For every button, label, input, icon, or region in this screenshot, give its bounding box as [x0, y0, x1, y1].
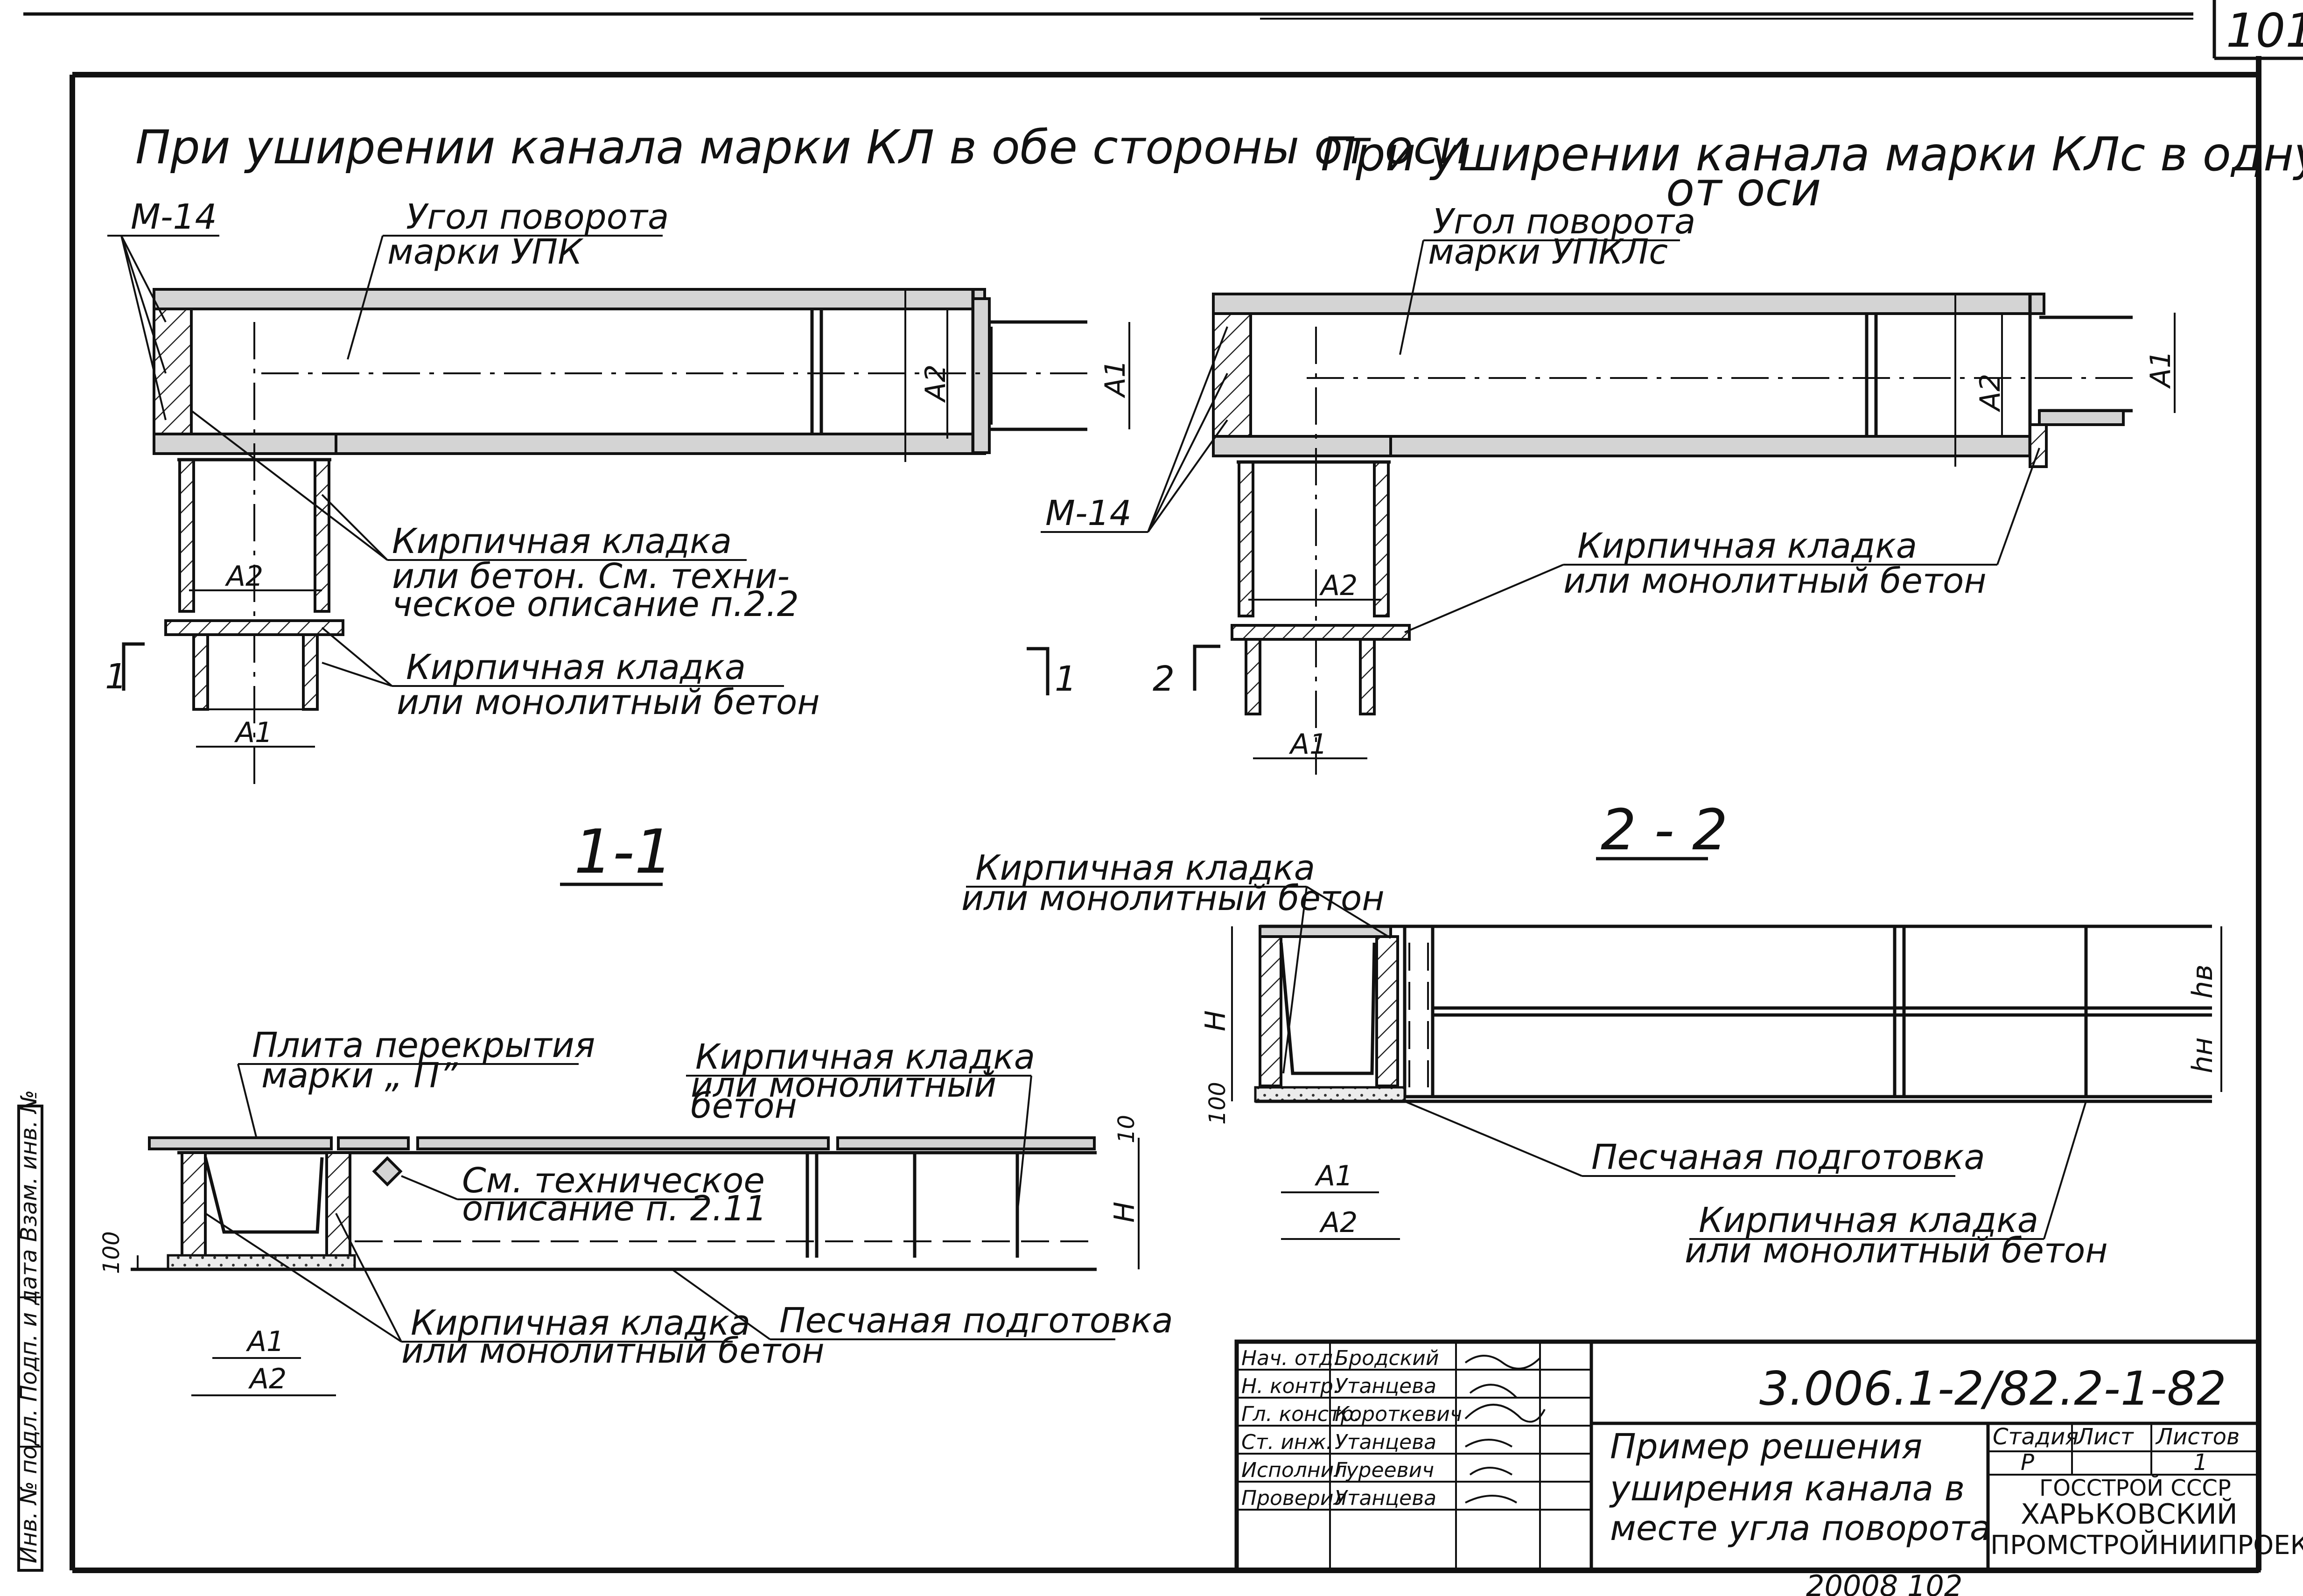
sheet-header: Лист	[2076, 1424, 2135, 1450]
section-1-1-tech-note-2: описание п. 2.11	[462, 1189, 767, 1229]
plan-kl-vertical-right-wall	[314, 458, 330, 613]
section-1-1-tech-note-1: См. техническое	[462, 1161, 765, 1201]
plan-kl-masonry-2-line1: Кирпичная кладка	[406, 647, 746, 687]
section-1-1-masonry-bottom-2: или монолитный бетон	[401, 1331, 825, 1371]
section-1-1-dim-100: 100	[98, 1231, 125, 1274]
section-2-2-dim-100: 100	[1204, 1082, 1231, 1125]
section-1-1-masonry-top-1: Кирпичная кладка	[695, 1037, 1035, 1077]
plan-kl-masonry-1-line2: или бетон. См. техни-	[392, 556, 790, 596]
sheet-number: 101	[2226, 3, 2303, 58]
name-0: Бродский	[1335, 1346, 1439, 1370]
role-3: Ст. инж.	[1241, 1430, 1332, 1454]
plan-kls-section-mark: 2	[1153, 659, 1175, 699]
plan-kl-section-mark-left: 1	[105, 657, 127, 697]
plan-kl-dim-a2-right: А2	[919, 364, 952, 403]
plan-kl-vertical-left-wall	[178, 458, 195, 613]
org-line-1: ГОССТРОЙ СССР	[2039, 1475, 2231, 1501]
role-5: Проверил	[1241, 1486, 1347, 1510]
title-block: 3.006.1-2/82.2-1-82 Пример решения ушире…	[1234, 1339, 2303, 1573]
stage-header: Стадия	[1993, 1424, 2079, 1450]
plan-kls-dim-a1-right: А1	[2144, 350, 2177, 389]
role-1: Н. контр.	[1241, 1374, 1340, 1398]
doc-title-1: Пример решения	[1610, 1427, 1922, 1467]
plan-kl-dim-a1-right: А1	[1099, 360, 1132, 399]
section-1-1-dim-10: 10	[1113, 1115, 1140, 1143]
plan-kl-masonry-1-line1: Кирпичная кладка	[392, 521, 732, 561]
name-3: Утанцева	[1335, 1430, 1436, 1454]
role-4: Исполнил	[1241, 1458, 1347, 1482]
section-1-1-slab-label-2: марки „ П”	[261, 1056, 458, 1096]
stage-value: Р	[2021, 1449, 2034, 1476]
section-2-2-dim-a1: А1	[1314, 1160, 1353, 1192]
section-2-2-masonry-bottom-1: Кирпичная кладка	[1699, 1200, 2038, 1240]
plan-kl-heading: При уширении канала марки КЛ в обе сторо…	[135, 120, 1469, 175]
section-1-1-masonry-top-2: или монолитный	[691, 1065, 996, 1105]
plan-kl-mark-label: М-14	[131, 197, 217, 237]
plan-kls-angle-label-2: марки УПКЛс	[1428, 232, 1668, 272]
plan-kls-dim-a2-right: А2	[1974, 374, 2007, 413]
plan-kls-angle-label-1: Угол поворота	[1433, 202, 1695, 242]
sheets-value: 1	[2193, 1449, 2208, 1476]
plan-kl-end-wall	[153, 308, 193, 435]
plan-kl-section-mark-right: 1	[1055, 659, 1077, 699]
plan-kl-angle-label-2: марки УПК	[387, 232, 584, 272]
name-4: Гуреевич	[1335, 1458, 1434, 1482]
section-1-1-dim-a1: А1	[245, 1325, 284, 1358]
plan-view-kls: При уширении канала марки КЛс в одну сто…	[1041, 127, 2303, 775]
section-1-1-dim-h: Н	[1108, 1202, 1141, 1223]
vertical-stamp-text: Инв. № подл. Подп. и дата Взам. инв. №	[16, 1090, 42, 1563]
section-2-2-masonry-bottom-2: или монолитный бетон	[1685, 1231, 2108, 1271]
role-0: Нач. отд.	[1241, 1346, 1340, 1370]
plan-view-kl: При уширении канала марки КЛ в обе сторо…	[105, 120, 1469, 784]
plan-kls-heading-1: При уширении канала марки КЛс в одну сто…	[1321, 127, 2303, 182]
section-1-1-masonry-bottom-1: Кирпичная кладка	[411, 1303, 750, 1343]
plan-kl-top-slab	[153, 288, 986, 310]
plan-kls-end-wall	[1212, 312, 1252, 438]
section-2-2-title: 2 - 2	[1601, 798, 1728, 863]
org-line-2: ХАРЬКОВСКИЙ	[2021, 1497, 2238, 1531]
plan-kls-dim-a2-bottom: А2	[1319, 569, 1358, 602]
section-2-2-sand-label: Песчаная подготовка	[1591, 1137, 1985, 1177]
section-2-2-masonry-top-1: Кирпичная кладка	[975, 848, 1315, 888]
section-1-1-masonry-top-3: бетон	[691, 1086, 797, 1126]
signature-marks	[1464, 1355, 1546, 1504]
section-1-1-sand-label: Песчаная подготовка	[779, 1301, 1173, 1341]
role-2: Гл. констр.	[1241, 1402, 1360, 1426]
plan-kls-dim-a1-bottom: А1	[1288, 728, 1327, 761]
footer-number: 20008 102	[1806, 1569, 1962, 1596]
section-1-1: 1-1 Плита перекрытия марки „ П” Кирпична…	[98, 816, 1173, 1396]
plan-kl-angle-label-1: Угол поворота	[406, 197, 669, 237]
section-2-2-dim-a2: А2	[1319, 1206, 1358, 1239]
section-1-1-title: 1-1	[574, 816, 673, 887]
plan-kl-masonry-2-line2: или монолитный бетон	[397, 682, 820, 722]
plan-kls-mark-label: М-14	[1045, 493, 1132, 533]
name-1: Утанцева	[1335, 1374, 1436, 1398]
sheets-header: Листов	[2155, 1424, 2240, 1450]
doc-title-3: месте угла поворота	[1610, 1508, 1991, 1548]
section-1-1-slab-label-1: Плита перекрытия	[252, 1025, 595, 1065]
org-line-3: ПРОМСТРОЙНИИПРОЕКТ	[1990, 1530, 2303, 1561]
plan-kl-dim-a1-bottom: А1	[234, 716, 273, 749]
plan-kls-heading-2: от оси	[1666, 162, 1821, 217]
section-2-2-masonry-top-2: или монолитный бетон	[961, 878, 1385, 918]
doc-title-2: уширения канала в	[1609, 1469, 1965, 1509]
section-2-2-dim-hb: hв	[2186, 965, 2219, 999]
plan-kls-masonry-line1: Кирпичная кладка	[1577, 526, 1917, 566]
plan-kl-bottom-slab	[307, 433, 986, 455]
plan-kls-masonry-line2: или монолитный бетон	[1563, 561, 1987, 601]
doc-code: 3.006.1-2/82.2-1-82	[1759, 1361, 2226, 1416]
plan-kl-masonry-1-line3: ческое описание п.2.2	[392, 584, 799, 624]
plan-kl-dim-a2-bottom: А2	[224, 560, 263, 593]
name-5: Утанцева	[1335, 1486, 1436, 1510]
section-2-2-dim-h: Н	[1199, 1010, 1232, 1031]
section-2-2: 2 - 2 Кирпичная кладка или монолитный бе…	[961, 798, 2222, 1271]
vertical-stamp-strip	[17, 1105, 43, 1572]
section-2-2-dim-hn: hн	[2186, 1037, 2219, 1073]
section-1-1-dim-a2: А2	[248, 1363, 287, 1395]
name-2: Короткевич	[1335, 1402, 1462, 1426]
